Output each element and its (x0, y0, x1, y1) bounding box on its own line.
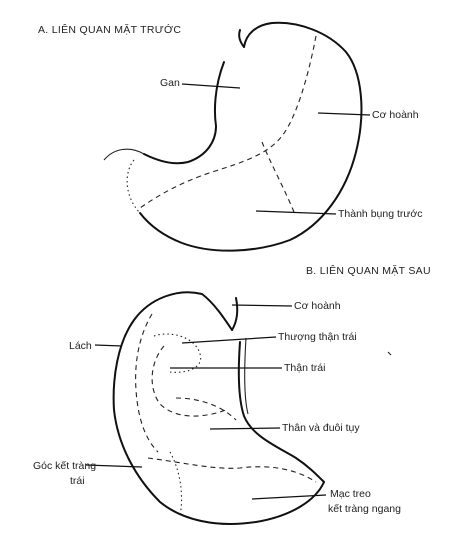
leader-lach (95, 345, 122, 346)
label-lach: Lách (69, 340, 92, 352)
stomach-outline-posterior (114, 292, 324, 524)
right-border-inner (245, 338, 248, 414)
esophagus-notch-anterior (239, 30, 244, 47)
spleen-dashed (136, 314, 158, 452)
label-mac-treo-1: Mạc treo (330, 488, 371, 500)
label-co-hoanh-b: Cơ hoành (294, 300, 341, 312)
pancreas-dashed (176, 398, 236, 420)
pylorus-dotted-anterior (127, 160, 140, 213)
label-goc-ket-trang-1: Góc kết tràng (33, 460, 96, 472)
leader-thanh-bung (256, 211, 336, 214)
adrenal-dotted (154, 334, 201, 372)
diagram-a-title: A. LIÊN QUAN MẶT TRƯỚC (38, 23, 181, 36)
mesocolon-dashed (148, 458, 316, 482)
pylorus-anterior (104, 149, 144, 160)
label-co-hoanh-a: Cơ hoành (372, 109, 419, 121)
liver-boundary-dashed (140, 36, 316, 208)
leader-mac-treo (252, 495, 326, 499)
label-mac-treo-2: kết tràng ngang (328, 503, 401, 515)
leader-thuong-than (182, 337, 276, 343)
lesser-curvature-posterior (232, 298, 237, 330)
diagram-b-title: B. LIÊN QUAN MẶT SAU (306, 264, 431, 277)
label-thanh-bung-truoc: Thành bụng trước (338, 208, 423, 220)
diagram-posterior: B. LIÊN QUAN MẶT SAU Cơ hoành Lách Thượn… (33, 264, 431, 524)
leader-than-duoi-tuy (210, 428, 280, 429)
diagram-anterior: A. LIÊN QUAN MẶT TRƯỚC Gan Cơ hoành Thàn… (38, 23, 423, 251)
label-gan: Gan (160, 77, 180, 89)
leader-gan (182, 84, 240, 88)
leader-co-hoanh-b (232, 305, 292, 306)
label-goc-ket-trang-2: trái (70, 475, 85, 487)
anterior-wall-dashed (262, 142, 294, 212)
stray-mark (388, 352, 391, 355)
label-thuong-than-trai: Thượng thận trái (278, 331, 357, 343)
stomach-outline-anterior (140, 23, 361, 251)
lesser-curvature-anterior (144, 62, 224, 163)
label-than-trai: Thận trái (284, 362, 325, 374)
label-than-duoi-tuy: Thân và đuôi tụy (282, 422, 360, 434)
